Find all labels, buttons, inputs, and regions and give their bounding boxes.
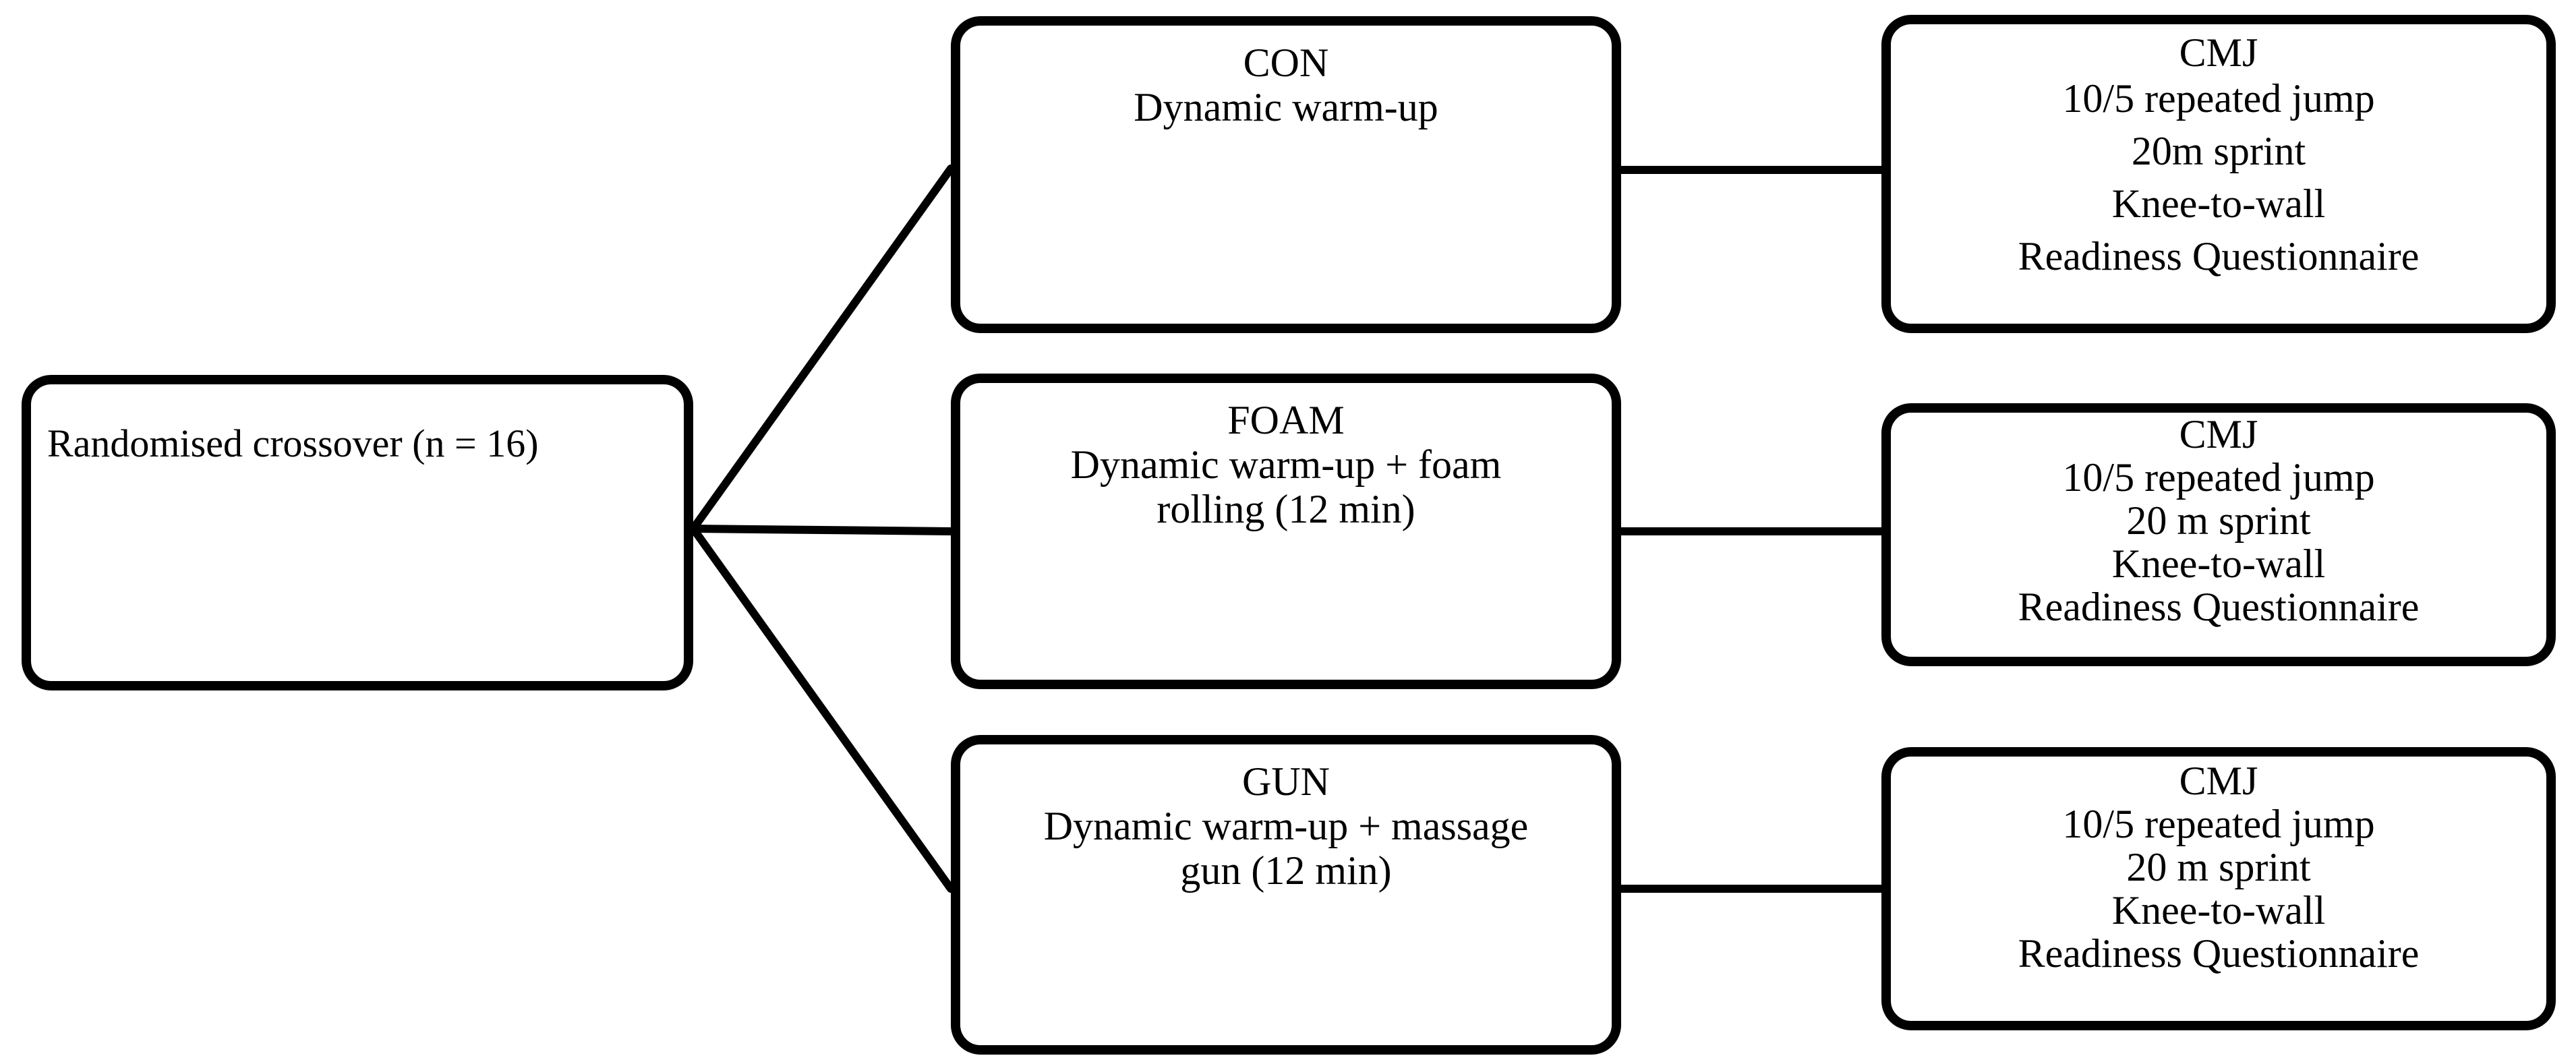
outcome-test-repeated-jump: 10/5 repeated jump [2062, 76, 2375, 121]
connector-root-to-con [689, 165, 955, 533]
condition-description-con-line-1: Dynamic warm-up [1134, 85, 1438, 129]
outcome-box-gun: CMJ 10/5 repeated jump 20 m sprint Knee-… [1881, 747, 2556, 1030]
outcome-box-con: CMJ 10/5 repeated jump 20m sprint Knee-t… [1881, 15, 2556, 333]
condition-title-con: CON [1243, 40, 1329, 85]
condition-description-foam-line-1: Dynamic warm-up + foam [1070, 442, 1502, 487]
outcome-test-readiness-questionnaire: Readiness Questionnaire [2018, 234, 2420, 278]
condition-description-gun-line-2: gun (12 min) [1180, 848, 1392, 893]
outcome-box-foam: CMJ 10/5 repeated jump 20 m sprint Knee-… [1881, 403, 2556, 666]
condition-title-foam: FOAM [1227, 398, 1345, 442]
root-label: Randomised crossover (n = 16) [47, 421, 539, 465]
outcome-test-repeated-jump: 10/5 repeated jump [2062, 455, 2375, 500]
condition-box-foam: FOAM Dynamic warm-up + foam rolling (12 … [951, 374, 1621, 689]
outcome-test-sprint: 20 m sprint [2126, 498, 2311, 543]
connector-root-to-gun [689, 525, 955, 893]
outcome-test-readiness-questionnaire: Readiness Questionnaire [2018, 585, 2420, 629]
condition-box-con: CON Dynamic warm-up [951, 16, 1621, 333]
outcome-test-sprint: 20 m sprint [2126, 845, 2311, 889]
outcome-test-knee-to-wall: Knee-to-wall [2111, 888, 2326, 933]
outcome-test-repeated-jump: 10/5 repeated jump [2062, 802, 2375, 846]
outcome-test-readiness-questionnaire: Readiness Questionnaire [2018, 931, 2420, 976]
outcome-test-knee-to-wall: Knee-to-wall [2111, 181, 2326, 226]
condition-box-gun: GUN Dynamic warm-up + massage gun (12 mi… [951, 735, 1621, 1055]
outcome-test-cmj: CMJ [2179, 759, 2258, 803]
condition-description-gun-line-1: Dynamic warm-up + massage [1043, 804, 1529, 848]
randomised-crossover-box: Randomised crossover (n = 16) [22, 375, 693, 690]
connector-root-to-foam [689, 525, 955, 535]
condition-title-gun: GUN [1242, 759, 1330, 804]
outcome-test-sprint: 20m sprint [2131, 129, 2306, 173]
outcome-test-cmj: CMJ [2179, 30, 2258, 75]
outcome-test-knee-to-wall: Knee-to-wall [2111, 541, 2326, 586]
condition-description-foam-line-2: rolling (12 min) [1157, 487, 1415, 531]
outcome-test-cmj: CMJ [2179, 412, 2258, 457]
